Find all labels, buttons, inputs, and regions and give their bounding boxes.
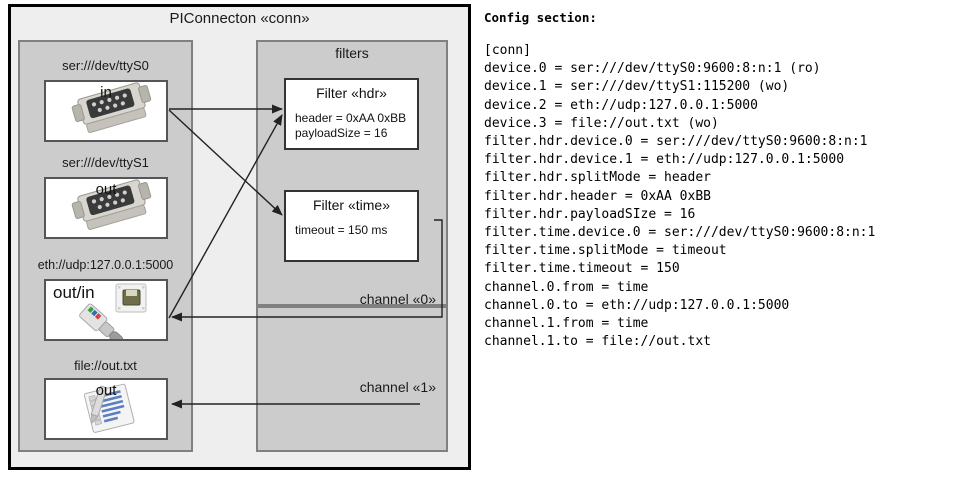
- channel1-panel: [256, 306, 448, 452]
- device-box-ttys1[interactable]: out: [44, 177, 168, 239]
- filter-prop: header = 0xAA 0xBB: [295, 111, 407, 125]
- filter-title: Filter «time»: [312, 197, 391, 213]
- device-caption-file: file://out.txt: [74, 358, 137, 373]
- filters-panel-title: filters: [335, 45, 369, 61]
- config-heading: Config section:: [484, 10, 597, 25]
- device-box-eth[interactable]: out/in: [44, 279, 168, 341]
- filter-prop: payloadSize = 16: [295, 126, 388, 140]
- device-direction-label: in: [100, 84, 112, 101]
- config-pane: Config section: [conn] device.0 = ser://…: [484, 8, 954, 478]
- filter-box-hdr[interactable]: Filter «hdr» header = 0xAA 0xBB payloadS…: [284, 78, 419, 150]
- ethernet-plug-icon: [79, 283, 147, 339]
- device-direction-label: out/in: [53, 283, 95, 302]
- serial-port-icon: [71, 82, 152, 133]
- device-caption-eth: eth://udp:127.0.0.1:5000: [37, 258, 174, 272]
- device-caption-ttys0: ser:///dev/ttyS0: [62, 58, 149, 73]
- filter-box-time[interactable]: Filter «time» timeout = 150 ms: [284, 190, 419, 262]
- device-box-file[interactable]: out: [44, 378, 168, 440]
- channel-1-label: channel «1»: [359, 379, 436, 395]
- filter-prop: timeout = 150 ms: [295, 223, 388, 237]
- device-direction-label: out: [95, 382, 117, 399]
- diagram-title: PIConnecton «conn»: [169, 10, 310, 27]
- filter-title: Filter «hdr»: [316, 85, 387, 101]
- device-box-ttys0[interactable]: in: [44, 80, 168, 142]
- channel-0-label: channel «0»: [359, 291, 436, 307]
- text-file-icon: [83, 383, 135, 433]
- config-text-block: [conn] device.0 = ser:///dev/ttyS0:9600:…: [484, 43, 876, 350]
- device-caption-ttys1: ser:///dev/ttyS1: [62, 155, 149, 170]
- device-direction-label: out: [95, 181, 117, 198]
- serial-port-icon: [71, 179, 152, 230]
